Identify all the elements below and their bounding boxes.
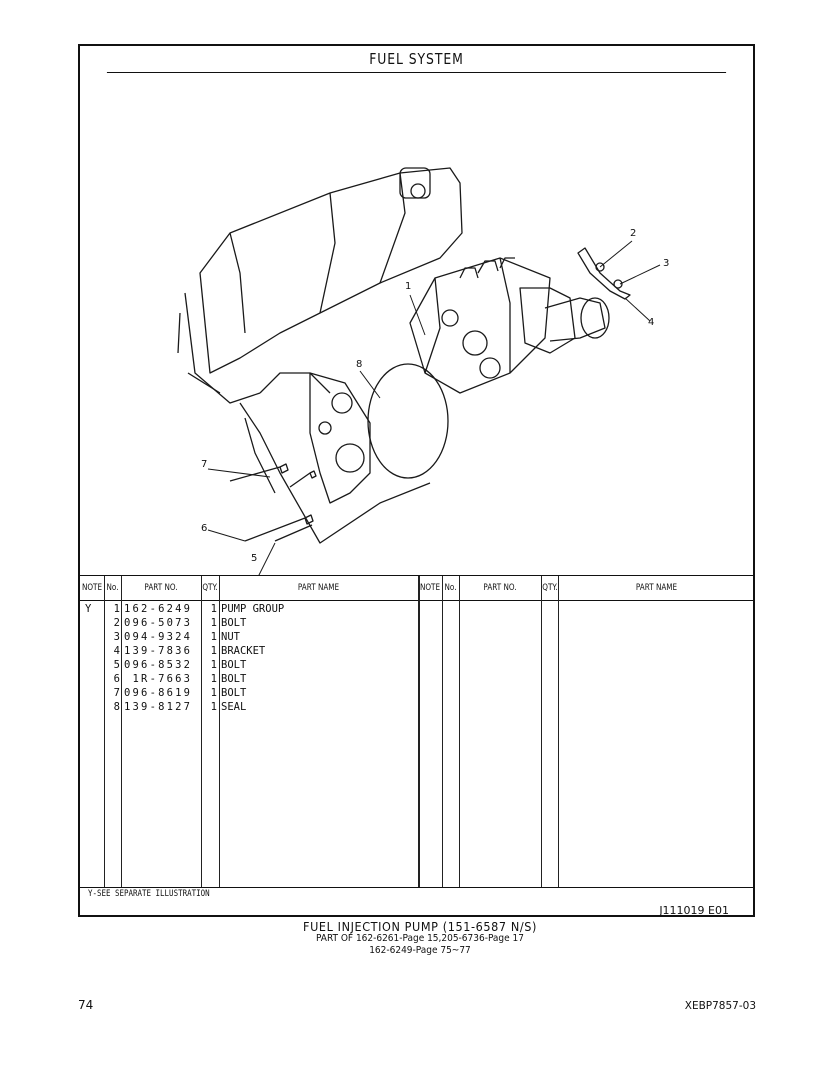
row-number: 5 [113, 659, 120, 671]
row-qty: 1 [210, 701, 217, 713]
parts-page-frame: FUEL SYSTEM [78, 44, 755, 917]
column-divider [121, 576, 122, 888]
row-part-no: 094-9324 [124, 631, 193, 643]
callout-5: 5 [251, 553, 258, 564]
row-qty: 1 [210, 603, 217, 615]
row-number: 2 [113, 617, 120, 629]
callout-7: 7 [201, 459, 208, 470]
callout-8: 8 [356, 359, 363, 370]
row-part-name: SEAL [221, 701, 247, 713]
row-part-name: BOLT [221, 659, 247, 671]
row-qty: 1 [210, 645, 217, 657]
row-number: 7 [113, 687, 120, 699]
table-row: 2 096-5073 1 BOLT [80, 616, 755, 630]
header-qty: QTY. [202, 583, 218, 593]
row-part-no: 1R-7663 [124, 673, 193, 685]
row-part-no: 096-8532 [124, 659, 193, 671]
header-part-name: PART NAME [297, 583, 340, 593]
column-divider [201, 576, 202, 888]
row-qty: 1 [210, 659, 217, 671]
table-row: Y 1 162-6249 1 PUMP GROUP [80, 602, 755, 616]
header-no: No. [106, 583, 119, 593]
row-part-name: NUT [221, 631, 240, 643]
row-number: 1 [113, 603, 120, 615]
callout-4: 4 [648, 317, 655, 328]
footnote: Y-SEE SEPARATE ILLUSTRATION [88, 889, 210, 899]
page-title: FUEL SYSTEM [106, 46, 727, 73]
row-part-no: 162-6249 [124, 603, 193, 615]
row-part-no: 096-8619 [124, 687, 193, 699]
exploded-illustration: 1 2 3 4 5 6 7 8 [80, 73, 755, 575]
document-id: XEBP7857-03 [684, 1000, 756, 1012]
row-number: 4 [113, 645, 120, 657]
column-divider [558, 576, 559, 888]
row-note: Y [85, 603, 92, 615]
row-number: 3 [113, 631, 120, 643]
table-row: 7 096-8619 1 BOLT [80, 686, 755, 700]
column-divider [418, 576, 420, 888]
row-qty: 1 [210, 631, 217, 643]
table-row: 8 139-8127 1 SEAL [80, 700, 755, 714]
column-divider [442, 576, 443, 888]
table-header: NOTE No. PART NO. QTY. PART NAME NOTE No… [80, 576, 755, 601]
row-part-name: PUMP GROUP [221, 603, 285, 615]
header-part-no-2: PART NO. [483, 583, 517, 593]
header-part-no: PART NO. [144, 583, 178, 593]
page-number: 74 [78, 998, 94, 1012]
header-note: NOTE [81, 583, 103, 593]
table-row: 4 139-7836 1 BRACKET [80, 644, 755, 658]
callout-3: 3 [663, 258, 670, 269]
header-note-2: NOTE [419, 583, 441, 593]
row-part-name: BRACKET [221, 645, 266, 657]
caption-pages: 162-6249-Page 75~77 [369, 945, 471, 956]
table-row: 3 094-9324 1 NUT [80, 630, 755, 644]
caption-part-of: PART OF 162-6261-Page 15,205-6736-Page 1… [316, 933, 524, 944]
illustration-code: J111019 E01 [659, 904, 729, 917]
row-part-no: 139-7836 [124, 645, 193, 657]
row-qty: 1 [210, 687, 217, 699]
column-divider [104, 576, 105, 888]
row-qty: 1 [210, 673, 217, 685]
column-divider [541, 576, 542, 888]
caption-title: FUEL INJECTION PUMP (151-6587 N/S) [303, 919, 537, 934]
row-part-no: 096-5073 [124, 617, 193, 629]
footnote-bar: Y-SEE SEPARATE ILLUSTRATION J111019 E01 [80, 887, 755, 918]
row-number: 8 [113, 701, 120, 713]
table-row: 5 096-8532 1 BOLT [80, 658, 755, 672]
row-part-name: BOLT [221, 617, 247, 629]
table-row: 6 1R-7663 1 BOLT [80, 672, 755, 686]
row-part-no: 139-8127 [124, 701, 193, 713]
column-divider [219, 576, 220, 888]
row-number: 6 [113, 673, 120, 685]
fuel-pump-drawing [177, 167, 661, 575]
callout-6: 6 [201, 523, 208, 534]
header-no-2: No. [444, 583, 457, 593]
column-divider [459, 576, 460, 888]
header-part-name-2: PART NAME [635, 583, 678, 593]
row-part-name: BOLT [221, 687, 247, 699]
callout-2: 2 [630, 228, 637, 239]
header-qty-2: QTY. [542, 583, 558, 593]
parts-table: NOTE No. PART NO. QTY. PART NAME NOTE No… [80, 575, 755, 888]
callout-1: 1 [405, 281, 412, 292]
row-part-name: BOLT [221, 673, 247, 685]
row-qty: 1 [210, 617, 217, 629]
